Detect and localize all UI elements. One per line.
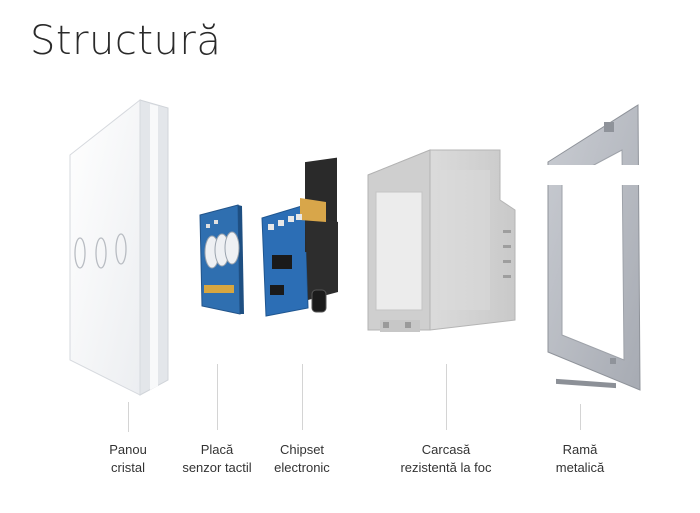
label-housing-line1: Carcasă [421,442,471,457]
leader-line-housing [446,364,447,430]
label-metal-frame-line2: metalică [555,460,605,475]
label-chipset-line1: Chipset [279,442,325,457]
page-title: Structură [30,18,222,64]
label-sensor-board-line1: Placă [200,442,234,457]
leader-line-sensor [217,364,218,430]
label-sensor-board: Placă senzor tactil [167,441,267,477]
sensor-board-image [199,204,244,315]
label-metal-frame-line1: Ramă [562,442,598,457]
chipset-image [261,157,338,317]
label-chipset: Chipset electronic [257,441,347,477]
label-housing-line2: rezistentă la foc [400,460,492,475]
label-glass-panel-line1: Panou [109,442,147,457]
touch-button-2-icon [95,237,107,269]
label-chipset-line2: electronic [274,460,330,475]
touch-button-1-icon [74,237,86,269]
label-metal-frame: Ramă metalică [540,441,620,477]
label-glass-panel: Panou cristal [88,441,168,477]
metal-frame-image [535,104,650,391]
housing-image [367,149,516,332]
label-housing: Carcasă rezistentă la foc [386,441,506,477]
leader-line-chipset [302,364,303,430]
label-sensor-board-line2: senzor tactil [182,460,252,475]
leader-line-panel [128,402,129,432]
touch-button-3-icon [115,233,127,265]
leader-line-frame [580,404,581,430]
glass-panel-image [69,98,169,396]
label-glass-panel-line2: cristal [111,460,145,475]
